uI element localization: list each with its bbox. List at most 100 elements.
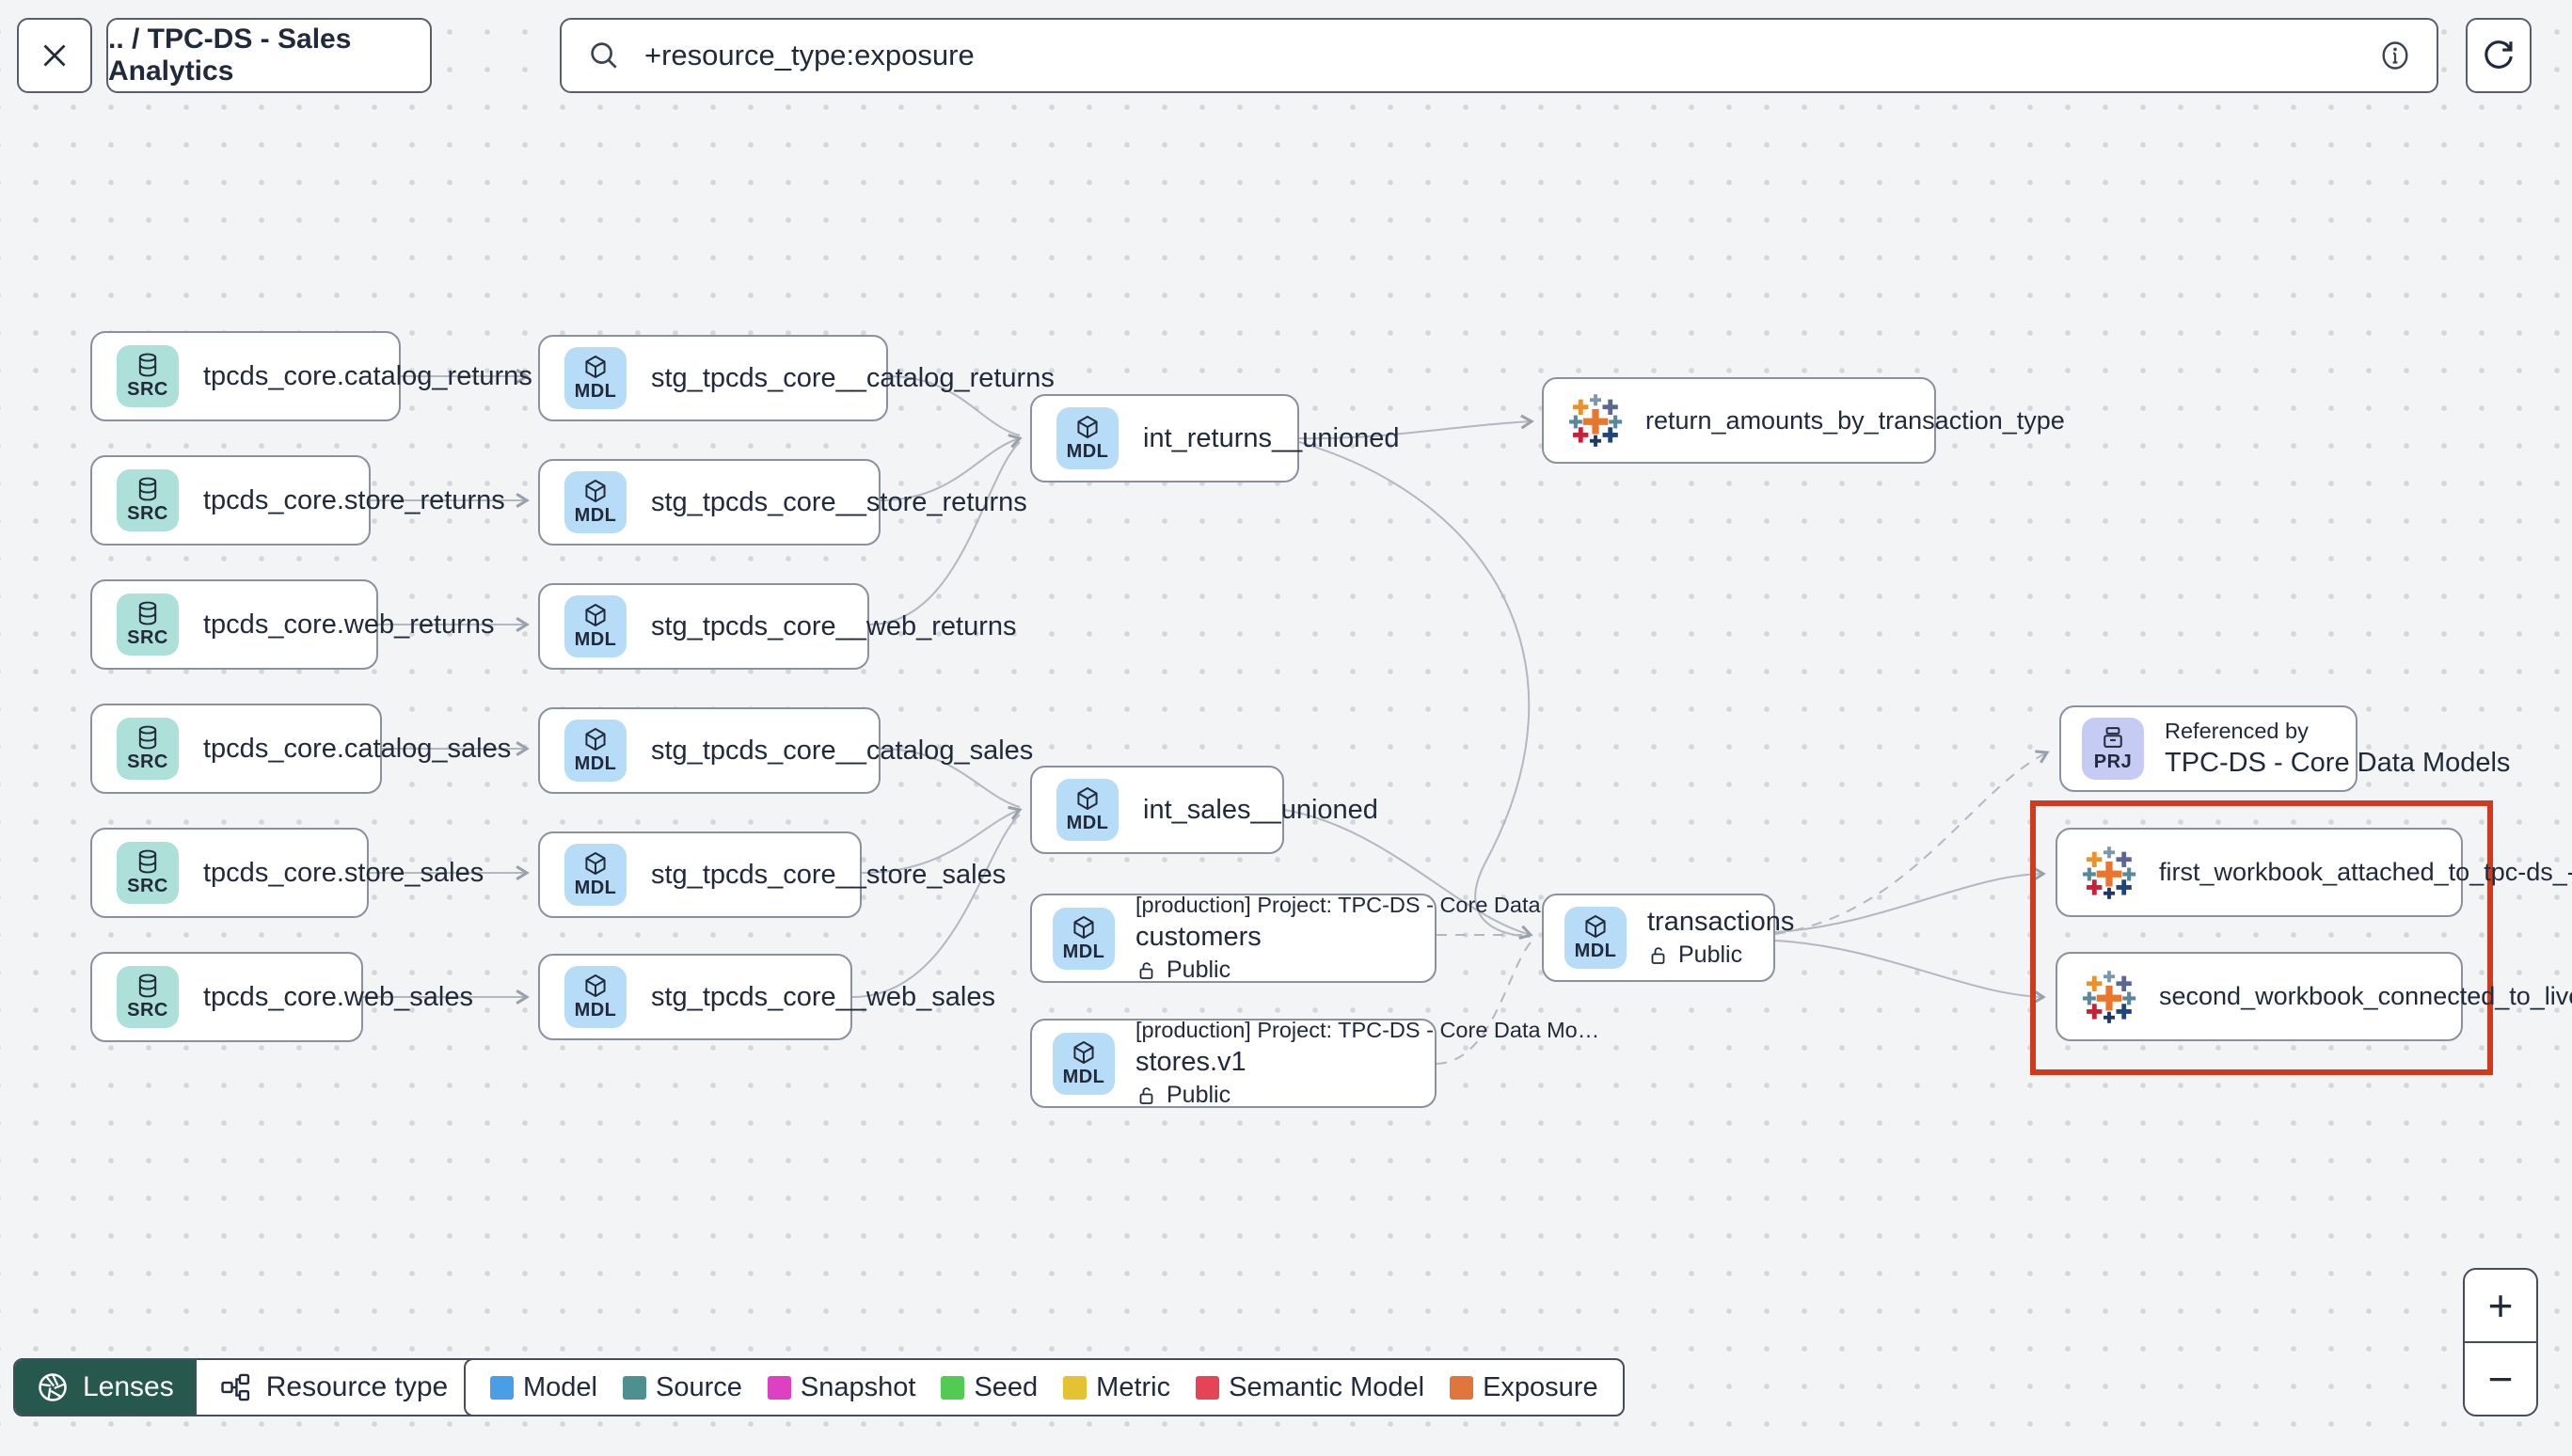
edge-stg6-intsales	[851, 814, 1021, 998]
visibility-row: Public	[1135, 957, 1599, 984]
exposure-node-first-workbook[interactable]: first_workbook_attached_to_tpc-ds_-_…	[2056, 828, 2572, 917]
cube-icon	[1581, 913, 1610, 940]
database-icon	[134, 848, 162, 875]
source-badge: SRC	[117, 345, 179, 407]
model-node-customers[interactable]: MDL [production] Project: TPC-DS - Core …	[1030, 893, 1599, 983]
search-input[interactable]	[643, 38, 2358, 73]
model-swatch	[490, 1375, 514, 1400]
exposure-node-return-amounts[interactable]: return_amounts_by_transaction_type	[1542, 377, 2065, 464]
database-icon	[134, 600, 162, 626]
node-label: stg_tpcds_core__catalog_returns	[651, 362, 1055, 393]
cube-icon	[581, 602, 610, 628]
model-badge: MDL	[564, 966, 627, 1028]
legend-item-model: Model	[490, 1372, 597, 1403]
model-node-stores-v1[interactable]: MDL [production] Project: TPC-DS - Core …	[1030, 1018, 1599, 1108]
source-node-catalog-returns[interactable]: SRC tpcds_core.catalog_returns	[90, 331, 532, 421]
node-label: stg_tpcds_core__store_returns	[651, 486, 1027, 517]
cube-icon	[581, 726, 610, 752]
database-icon	[134, 476, 162, 502]
node-label: stg_tpcds_core__web_sales	[651, 981, 995, 1012]
model-badge: MDL	[1053, 907, 1115, 970]
source-swatch	[623, 1375, 646, 1400]
zoom-out-button[interactable]: −	[2487, 1354, 2514, 1403]
source-badge: SRC	[117, 469, 179, 531]
project-ref-node[interactable]: PRJ Referenced by TPC-DS - Core Data Mod…	[2059, 705, 2510, 792]
aperture-icon	[39, 1373, 67, 1401]
archive-icon	[2099, 724, 2127, 751]
source-node-web-returns[interactable]: SRC tpcds_core.web_returns	[90, 579, 495, 670]
node-label: int_sales__unioned	[1143, 794, 1378, 825]
model-node-stg-store-returns[interactable]: MDL stg_tpcds_core__store_returns	[538, 459, 1027, 546]
model-node-stg-web-returns[interactable]: MDL stg_tpcds_core__web_returns	[538, 583, 1017, 670]
project-badge: PRJ	[2082, 718, 2144, 780]
node-label: transactions	[1647, 907, 1795, 937]
model-node-stg-catalog-sales[interactable]: MDL stg_tpcds_core__catalog_sales	[538, 707, 1033, 794]
model-badge: MDL	[1564, 907, 1627, 969]
node-text: transactions Public	[1647, 907, 1794, 969]
node-label: tpcds_core.store_sales	[203, 857, 484, 888]
project-context-label: [production] Project: TPC-DS - Core Data…	[1135, 893, 1600, 917]
node-text: [production] Project: TPC-DS - Core Data…	[1135, 893, 1599, 984]
source-node-catalog-sales[interactable]: SRC tpcds_core.catalog_sales	[90, 704, 511, 794]
node-label: second_workbook_connected_to_live…	[2159, 982, 2572, 1010]
node-label: tpcds_core.catalog_sales	[203, 733, 512, 764]
edge-stg3-intreturns	[868, 441, 1021, 625]
source-node-store-returns[interactable]: SRC tpcds_core.store_returns	[90, 455, 505, 546]
node-label: customers	[1135, 922, 1262, 952]
node-label: tpcds_core.web_returns	[203, 609, 495, 640]
model-node-stg-web-sales[interactable]: MDL stg_tpcds_core__web_sales	[538, 954, 995, 1040]
legend-panel: Model Source Snapshot Seed Metric Semant…	[464, 1358, 1625, 1416]
exposure-swatch	[1450, 1375, 1474, 1400]
model-node-int-sales-unioned[interactable]: MDL int_sales__unioned	[1030, 766, 1378, 854]
model-badge: MDL	[564, 720, 627, 782]
node-label: tpcds_core.store_returns	[203, 484, 505, 515]
hierarchy-icon	[221, 1373, 249, 1401]
close-button[interactable]	[17, 18, 92, 93]
node-text: Referenced by TPC-DS - Core Data Models	[2165, 719, 2510, 779]
seed-swatch	[941, 1375, 965, 1400]
node-label: stores.v1	[1135, 1047, 1246, 1077]
zoom-controls: + −	[2463, 1268, 2538, 1416]
lock-open-icon	[1647, 944, 1670, 967]
tableau-icon	[1568, 393, 1623, 448]
lenses-button[interactable]: Lenses	[15, 1360, 195, 1415]
source-node-web-sales[interactable]: SRC tpcds_core.web_sales	[90, 952, 473, 1042]
node-label: return_amounts_by_transaction_type	[1645, 405, 2065, 435]
visibility-row: Public	[1135, 1082, 1599, 1109]
breadcrumb[interactable]: .. / TPC-DS - Sales Analytics	[106, 18, 432, 93]
model-badge: MDL	[564, 844, 627, 906]
referenced-by-label: Referenced by	[2165, 719, 2309, 743]
zoom-in-button[interactable]: +	[2465, 1270, 2536, 1343]
exposure-node-second-workbook[interactable]: second_workbook_connected_to_live…	[2056, 952, 2572, 1041]
cube-icon	[581, 973, 610, 999]
model-node-int-returns-unioned[interactable]: MDL int_returns__unioned	[1030, 394, 1399, 483]
node-label: stg_tpcds_core__web_returns	[651, 610, 1017, 641]
node-label: first_workbook_attached_to_tpc-ds_-_…	[2159, 858, 2572, 886]
search-bar[interactable]	[560, 18, 2438, 93]
database-icon	[134, 352, 162, 378]
node-label: TPC-DS - Core Data Models	[2165, 748, 2511, 778]
cube-icon	[1073, 785, 1102, 812]
lenses-control: Lenses Resource type	[13, 1358, 516, 1416]
resource-type-dropdown[interactable]: Resource type	[194, 1360, 515, 1415]
node-text: [production] Project: TPC-DS - Core Data…	[1135, 1018, 1599, 1109]
database-icon	[134, 724, 162, 751]
cube-icon	[1070, 1039, 1098, 1066]
model-node-transactions[interactable]: MDL transactions Public	[1542, 894, 1794, 982]
node-label: tpcds_core.catalog_returns	[203, 360, 532, 391]
cube-icon	[1073, 414, 1102, 440]
legend-item-exposure: Exposure	[1450, 1372, 1598, 1403]
refresh-button[interactable]	[2466, 18, 2532, 93]
source-node-store-sales[interactable]: SRC tpcds_core.store_sales	[90, 828, 484, 918]
visibility-row: Public	[1647, 942, 1794, 969]
node-label: tpcds_core.web_sales	[203, 981, 473, 1012]
lock-open-icon	[1135, 1084, 1158, 1107]
refresh-icon	[2485, 40, 2513, 69]
model-node-stg-catalog-returns[interactable]: MDL stg_tpcds_core__catalog_returns	[538, 335, 1055, 421]
tableau-icon	[2082, 846, 2136, 900]
model-badge: MDL	[564, 471, 627, 533]
source-badge: SRC	[117, 966, 179, 1028]
model-badge: MDL	[564, 347, 627, 409]
info-icon[interactable]	[2378, 39, 2412, 72]
model-node-stg-store-sales[interactable]: MDL stg_tpcds_core__store_sales	[538, 831, 1006, 918]
